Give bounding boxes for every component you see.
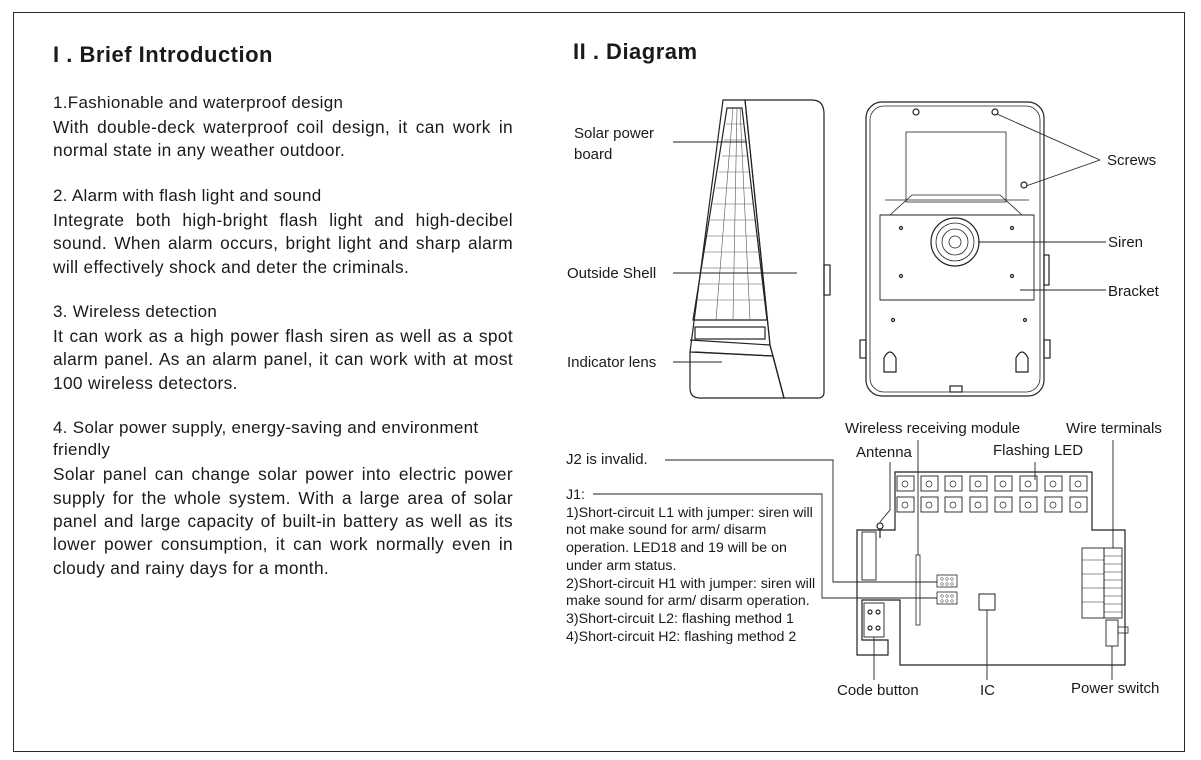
brief-introduction-section: I . Brief Introduction 1.Fashionable and…: [53, 42, 513, 602]
label-j2: J2 is invalid.: [566, 451, 648, 468]
intro-item-body: With double-deck waterproof coil design,…: [53, 117, 513, 161]
intro-item: 2. Alarm with flash light and sound Inte…: [53, 185, 513, 279]
intro-title: I . Brief Introduction: [53, 42, 273, 67]
pcb-board: [856, 471, 1129, 666]
device-back-view: [859, 101, 1051, 397]
device-side-view: [689, 99, 831, 399]
label-wire-terminals: Wire terminals: [1066, 420, 1162, 437]
j1-line: 4)Short-circuit H2: flashing method 2: [566, 628, 797, 645]
label-solar-power-board: board: [574, 146, 613, 163]
label-power-switch: Power switch: [1071, 680, 1160, 697]
label-solar-power: Solar power: [574, 125, 655, 142]
label-antenna: Antenna: [856, 444, 912, 461]
intro-item-heading: 3. Wireless detection: [53, 302, 218, 322]
intro-item-heading: 2. Alarm with flash light and sound: [53, 185, 322, 205]
label-wireless-module: Wireless receiving module: [845, 420, 1021, 437]
intro-item: 4. Solar power supply, energy-saving and…: [53, 417, 513, 580]
intro-item: 3. Wireless detection It can work as a h…: [53, 301, 513, 395]
j1-description: J1: 1)Short-circuit L1 with jumper: sire…: [566, 487, 816, 646]
label-indicator-lens: Indicator lens: [567, 354, 657, 371]
label-siren: Siren: [1108, 234, 1144, 251]
intro-item-heading: 4. Solar power supply, energy-saving and…: [53, 418, 479, 460]
j1-line: 3)Short-circuit L2: flashing method 1: [566, 610, 794, 627]
label-code-button: Code button: [837, 682, 919, 699]
intro-item: 1.Fashionable and waterproof design With…: [53, 92, 513, 163]
label-screws: Screws: [1107, 152, 1157, 169]
intro-item-body: Solar panel can change solar power into …: [53, 464, 513, 578]
j1-line: 2)Short-circuit H1 with jumper: siren wi…: [566, 575, 816, 610]
j1-line: 1)Short-circuit L1 with jumper: siren wi…: [566, 504, 813, 574]
label-flashing-led: Flashing LED: [993, 442, 1084, 459]
label-bracket: Bracket: [1108, 283, 1159, 300]
intro-item-body: Integrate both high-bright flash light a…: [53, 209, 513, 277]
intro-item-heading: 1.Fashionable and waterproof design: [53, 93, 344, 112]
diagram-title: II . Diagram: [573, 39, 698, 64]
page-border: [13, 12, 1185, 752]
j1-line: J1:: [566, 487, 585, 503]
label-ic: IC: [980, 682, 995, 699]
label-outside-shell: Outside Shell: [567, 265, 657, 282]
leader-lines: [593, 113, 1114, 680]
intro-item-body: It can work as a high power flash siren …: [53, 326, 513, 393]
